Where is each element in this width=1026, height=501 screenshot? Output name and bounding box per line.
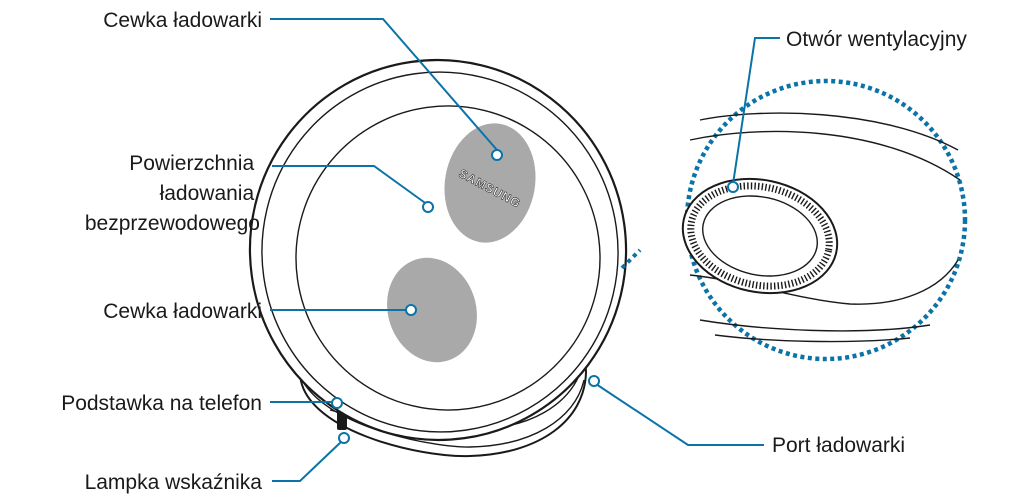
charging-pad [225, 36, 650, 465]
label-vent-hole: Otwór wentylacyjny [786, 28, 967, 51]
label-indicator-light: Lampka wskaźnika [85, 471, 263, 494]
callout-indicator-light [272, 433, 349, 481]
callout-charger-port [589, 376, 764, 445]
label-charger-coil-bottom: Cewka ładowarki [103, 300, 262, 323]
label-charger-coil-top: Cewka ładowarki [103, 9, 262, 32]
label-charging-surface-line1: Powierzchnia [129, 152, 254, 175]
label-phone-stand: Podstawka na telefon [61, 392, 262, 415]
label-charger-port: Port ładowarki [772, 434, 905, 457]
label-charging-surface-line3: bezprzewodowego [85, 212, 260, 235]
vent-zoom-circle [672, 81, 965, 359]
label-charging-surface-line2: ładowania [160, 182, 255, 205]
label-charging-surface: Powierzchnia ładowania bezprzewodowego [85, 152, 260, 235]
